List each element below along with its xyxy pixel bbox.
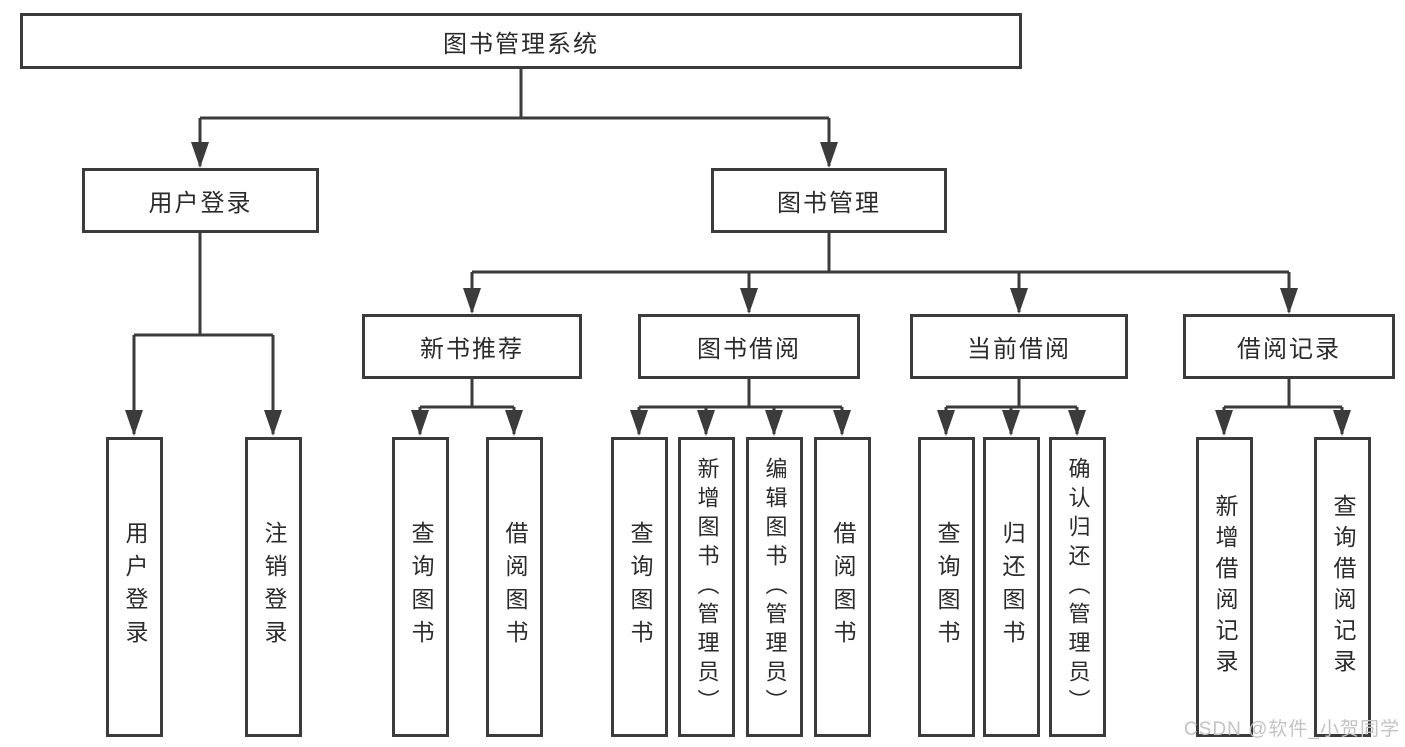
node-user-login: 用户登录 (82, 168, 319, 233)
leaf-label: 新增借阅记录 (1212, 494, 1238, 680)
leaf-label: 借阅图书 (830, 521, 856, 653)
node-label: 图书管理系统 (443, 30, 599, 58)
leaf-query-books: 查询图书 (611, 437, 668, 737)
node-label: 新书推荐 (420, 336, 524, 363)
leaf-query-books: 查询图书 (918, 437, 975, 737)
leaf-logout: 注销登录 (245, 437, 302, 737)
node-label: 图书借阅 (697, 336, 801, 363)
node-label: 借阅记录 (1237, 336, 1341, 363)
node-library-management-system: 图书管理系统 (20, 13, 1022, 69)
leaf-query-borrow-record: 查询借阅记录 (1314, 437, 1371, 737)
node-new-book-recommend: 新书推荐 (362, 314, 582, 379)
node-book-management: 图书管理 (711, 168, 947, 233)
leaf-label: 查询图书 (408, 521, 434, 653)
csdn-watermark: CSDN @软件_小贺同学 (1184, 719, 1400, 740)
leaf-label: 查询图书 (934, 521, 960, 653)
leaf-add-book-admin: 新增图书（管理员） (678, 437, 735, 737)
leaf-label: 编辑图书（管理员） (762, 456, 788, 718)
leaf-label: 确认归还（管理员） (1065, 456, 1091, 718)
leaf-confirm-return-admin: 确认归还（管理员） (1049, 437, 1106, 737)
leaf-label: 用户登录 (122, 521, 148, 653)
leaf-return-book: 归还图书 (983, 437, 1040, 737)
edge-lines (132, 69, 1344, 434)
node-book-borrowing: 图书借阅 (638, 314, 860, 379)
node-current-borrowing: 当前借阅 (910, 314, 1128, 379)
leaf-label: 归还图书 (999, 521, 1025, 653)
leaf-borrow-books: 借阅图书 (814, 437, 871, 737)
node-label: 用户登录 (148, 190, 253, 217)
leaf-query-books: 查询图书 (392, 437, 449, 737)
leaf-label: 注销登录 (261, 521, 287, 653)
leaf-add-borrow-record: 新增借阅记录 (1196, 437, 1253, 737)
node-borrowing-records: 借阅记录 (1183, 314, 1395, 379)
leaf-edit-book-admin: 编辑图书（管理员） (746, 437, 803, 737)
leaf-borrow-books: 借阅图书 (486, 437, 543, 737)
leaf-label: 查询借阅记录 (1330, 494, 1356, 680)
node-label: 图书管理 (777, 190, 881, 217)
leaf-label: 查询图书 (627, 521, 653, 653)
leaf-label: 借阅图书 (502, 521, 528, 653)
leaf-label: 新增图书（管理员） (694, 456, 720, 718)
leaf-user-login: 用户登录 (106, 437, 163, 737)
node-label: 当前借阅 (967, 336, 1071, 363)
